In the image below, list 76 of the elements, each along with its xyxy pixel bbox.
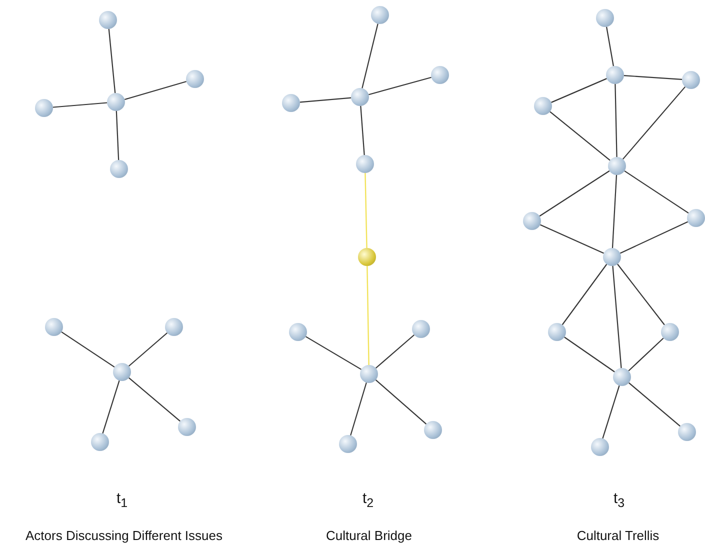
- network-link: [366, 266, 370, 366]
- network-node: [91, 433, 109, 451]
- network-node: [678, 423, 696, 441]
- network-node: [45, 318, 63, 336]
- network-link: [116, 110, 120, 160]
- network-link: [362, 24, 378, 88]
- network-node: [339, 435, 357, 453]
- network-node: [596, 9, 614, 27]
- network-node: [289, 323, 307, 341]
- network-link: [617, 264, 665, 326]
- network-node: [351, 88, 369, 106]
- network-node: [682, 71, 700, 89]
- network-node: [613, 368, 631, 386]
- network-link: [562, 264, 608, 326]
- network-node: [107, 93, 125, 111]
- network-link: [128, 377, 180, 422]
- panel-caption: Actors Discussing Different Issues: [26, 528, 222, 543]
- network-node: [591, 438, 609, 456]
- network-link: [364, 172, 368, 248]
- time-label: t$_{3}$: [613, 490, 625, 510]
- network-link: [624, 170, 689, 214]
- network-node: [371, 6, 389, 24]
- network-link: [540, 224, 604, 254]
- network-link: [628, 338, 664, 372]
- network-link: [551, 78, 607, 103]
- network-link: [612, 174, 618, 248]
- network-node: [110, 160, 128, 178]
- network-node: [99, 11, 117, 29]
- network-node: [358, 248, 376, 266]
- network-link: [539, 170, 610, 217]
- network-node: [548, 323, 566, 341]
- network-node: [608, 157, 626, 175]
- network-node: [603, 248, 621, 266]
- network-node: [431, 66, 449, 84]
- network-link: [564, 336, 615, 372]
- network-link: [375, 334, 415, 369]
- time-label: t$_{2}$: [362, 490, 374, 510]
- panel-caption: Cultural Bridge: [326, 528, 412, 543]
- network-node: [360, 365, 378, 383]
- network-link: [628, 382, 680, 427]
- network-link: [360, 106, 365, 156]
- network-link: [108, 28, 116, 94]
- network-link: [620, 221, 688, 254]
- network-node: [356, 155, 374, 173]
- network-link: [128, 332, 168, 367]
- network-node: [687, 209, 705, 227]
- network-node: [523, 212, 541, 230]
- network-link: [612, 266, 622, 368]
- time-label: t$_{1}$: [116, 490, 128, 510]
- network-link: [606, 26, 614, 66]
- network-link: [602, 385, 620, 439]
- network-node: [412, 320, 430, 338]
- network-node: [424, 421, 442, 439]
- network-link: [375, 380, 427, 424]
- network-node: [661, 323, 679, 341]
- network-link: [624, 75, 682, 80]
- network-link: [368, 76, 432, 96]
- network-link: [102, 380, 120, 434]
- network-link: [350, 382, 367, 436]
- network-node: [186, 70, 204, 88]
- network-link: [305, 336, 362, 370]
- network-link: [300, 97, 352, 103]
- network-link: [52, 102, 108, 108]
- network-node: [35, 99, 53, 117]
- network-node: [178, 418, 196, 436]
- network-node: [534, 97, 552, 115]
- network-link: [550, 111, 610, 161]
- network-node: [282, 94, 300, 112]
- network-link: [614, 84, 618, 158]
- panel-caption: Cultural Trellis: [576, 528, 660, 543]
- network-link: [61, 332, 115, 368]
- network-link: [124, 80, 187, 100]
- network-link: [622, 86, 686, 160]
- network-node: [113, 363, 131, 381]
- network-node: [606, 66, 624, 84]
- network-node: [165, 318, 183, 336]
